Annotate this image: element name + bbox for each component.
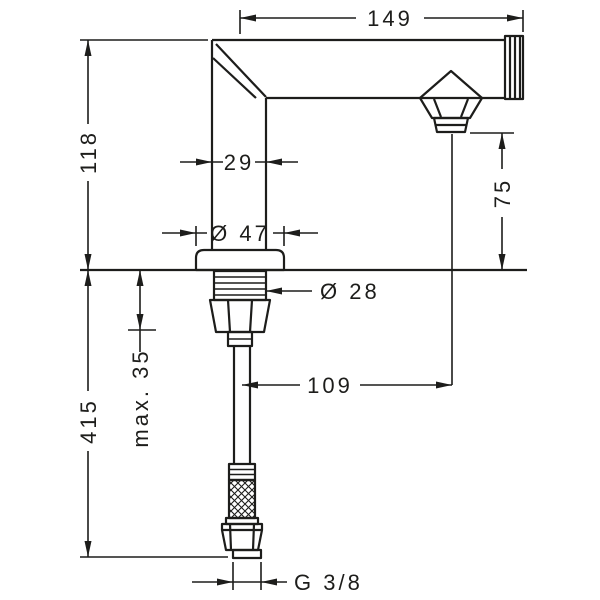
spray-head — [418, 69, 484, 134]
dim-outlet-height: 75 — [470, 132, 515, 270]
dim-28-label: Ø 28 — [320, 279, 380, 304]
spout-body — [210, 38, 505, 250]
dim-shank-diameter: Ø 28 — [266, 279, 380, 304]
dim-outlet-offset: 109 — [242, 134, 453, 398]
crimp-fitting — [227, 462, 257, 482]
dim-118-label: 118 — [76, 130, 101, 174]
dim-75-label: 75 — [490, 178, 515, 208]
dim-max35-label: max. 35 — [128, 348, 153, 447]
dim-max-deck-thickness: max. 35 — [128, 270, 156, 448]
dim-415-label: 415 — [76, 398, 101, 444]
threaded-shank — [212, 269, 268, 302]
aerator-outlet — [432, 116, 470, 134]
braided-hose-section — [227, 478, 257, 520]
dim-length-below-deck: 415 — [76, 270, 228, 558]
end-cap — [503, 34, 525, 101]
mounting-nut — [208, 298, 272, 348]
dim-connection-thread: G 3/8 — [192, 562, 363, 595]
dim-g38-label: G 3/8 — [294, 570, 363, 595]
base-flange — [194, 248, 286, 272]
supply-hose — [220, 346, 264, 560]
dim-height-above-deck: 118 — [76, 39, 208, 270]
thread-stub — [231, 548, 263, 560]
dim-109-label: 109 — [307, 373, 353, 398]
dim-29-label: 29 — [224, 150, 254, 175]
dim-spout-reach: 149 — [239, 6, 524, 34]
dim-149-label: 149 — [367, 6, 413, 31]
dim-47-label: Ø 47 — [210, 221, 270, 246]
dim-base-diameter: Ø 47 — [162, 221, 318, 246]
faucet-drawing — [80, 34, 527, 560]
dim-body-width: 29 — [180, 150, 298, 175]
hose-nut — [220, 522, 264, 552]
